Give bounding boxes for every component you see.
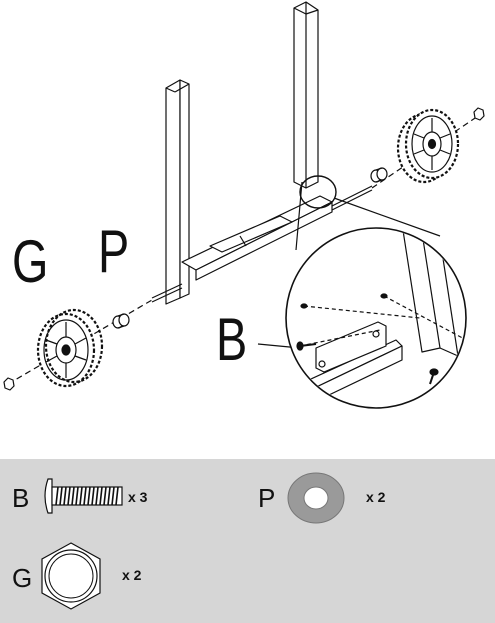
left-upright-post (165, 79, 190, 305)
spacer-left (112, 313, 130, 329)
detail-bolt-right-top (380, 293, 388, 299)
part-letter-p: P (258, 483, 276, 513)
right-wheel (396, 108, 460, 184)
callout-b: B (216, 306, 248, 373)
hex-nut-icon (41, 542, 101, 610)
nut-left (3, 377, 15, 391)
spacer-right (370, 167, 388, 183)
detail-bolt-bottom (429, 368, 439, 385)
part-qty-b: x 3 (128, 489, 148, 505)
parts-legend: B x 3 P x 2 G x 2 (0, 459, 495, 623)
part-qty-g: x 2 (122, 567, 142, 583)
assembly-diagram (3, 1, 485, 409)
washer-icon (287, 472, 345, 524)
detail-view (285, 227, 467, 409)
detail-source-circle (299, 175, 337, 209)
part-letter-g: G (12, 563, 33, 593)
nut-right (473, 107, 485, 121)
right-upright-post (293, 1, 319, 189)
detail-bolt-left (296, 341, 317, 351)
bolt-icon (44, 478, 123, 514)
callout-p: P (98, 218, 130, 285)
callout-g: G (12, 228, 49, 295)
part-letter-b: B (12, 483, 30, 513)
detail-bolt-top (300, 303, 308, 309)
part-qty-p: x 2 (366, 489, 386, 505)
left-wheel (36, 308, 104, 388)
